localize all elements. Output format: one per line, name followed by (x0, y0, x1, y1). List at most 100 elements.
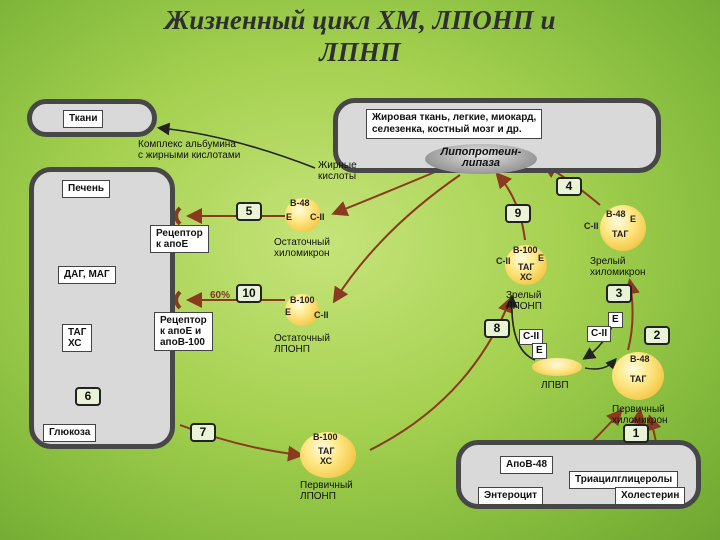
albumin-complex-2: с жирными кислотами (138, 150, 241, 161)
periphery-label: Жировая ткань, легкие, миокард, селезенк… (366, 109, 543, 139)
step-number-1: 1 (623, 424, 649, 443)
liver-tag-hs-label: ТАГ ХС (62, 324, 93, 352)
step-number-9: 9 (505, 204, 531, 223)
tissues-label: Ткани (63, 110, 104, 128)
periphery-text-1: Жировая ткань, легкие, миокард, (372, 112, 537, 123)
residual-vldl-1: Остаточный (274, 333, 330, 344)
title-line-2: ЛПНП (319, 37, 401, 67)
mature-vldl-e: Е (538, 253, 545, 263)
albumin-complex-1: Комплекс альбумина (138, 139, 236, 150)
mature-vldl-c2: С-II (496, 256, 511, 266)
mature-vldl-tag: ТАГ (518, 262, 535, 272)
mature-vldl-particle (505, 245, 547, 285)
residual-chylomicron-particle (285, 198, 321, 232)
dag-mag-label: ДАГ, МАГ (58, 266, 116, 284)
liver-tag: ТАГ (68, 327, 87, 338)
receptor-apoe-b-3: апоВ-100 (160, 337, 205, 348)
receptor-apoe-2: к апоЕ (156, 239, 189, 250)
step-number-2: 2 (644, 326, 670, 345)
albumin-complex: Комплекс альбумина с жирными кислотами (138, 139, 240, 161)
step-number-8: 8 (484, 319, 510, 338)
primary-chylo-b48: В-48 (630, 354, 650, 364)
residual-vldl-b100: В-100 (290, 295, 315, 305)
title-line-1: Жизненный цикл ХМ, ЛПОНП и (164, 5, 556, 35)
residual-vldl-particle (285, 294, 319, 326)
receptor-apoe-label: Рецептор к апоЕ (150, 225, 209, 253)
step-number-10: 10 (236, 284, 262, 303)
fatty-acids: Жирные кислоты (318, 160, 357, 182)
mature-chylo-c2: С-II (584, 221, 599, 231)
step-number-5: 5 (236, 202, 262, 221)
mature-vldl-label: Зрелый ЛПОНП (506, 290, 542, 312)
mature-vldl-2: ЛПОНП (506, 301, 542, 312)
arrow-hdl-to-mature-vldl (505, 294, 536, 361)
periphery-text-2: селезенка, костный мозг и др. (372, 124, 522, 135)
primary-vldl-b100: В-100 (313, 432, 338, 442)
lipase-line-1: Липопротеин- (440, 146, 522, 158)
receptor-apoe-b-label: Рецептор к апоЕ и апоВ-100 (154, 312, 213, 351)
hdl-label: ЛПВП (541, 380, 569, 391)
primary-vldl-particle (300, 432, 356, 478)
liver-hs: ХС (68, 338, 82, 349)
primary-vldl-tag: ТАГ (318, 446, 335, 456)
cholesterol-label: Холестерин (615, 487, 686, 505)
lipoprotein-lipase: Липопротеин- липаза (425, 144, 537, 174)
transfer-c2-left: С-II (519, 329, 544, 345)
liver-label: Печень (62, 180, 111, 198)
residual-chylo-label: Остаточный хиломикрон (274, 237, 330, 259)
residual-vldl-e: Е (285, 307, 292, 317)
primary-vldl-2: ЛПОНП (300, 491, 336, 502)
primary-chylo-2: хиломикрон (612, 415, 668, 426)
step-number-3: 3 (606, 284, 632, 303)
mature-vldl-hs: ХС (520, 272, 533, 282)
mature-chylo-tag: ТАГ (612, 229, 629, 239)
primary-chylo-label: Первичный хиломикрон (612, 404, 668, 426)
arrow-fatty-acids-to-tissues (156, 122, 316, 169)
primary-vldl-1: Первичный (300, 480, 353, 491)
residual-chylo-2: хиломикрон (274, 248, 330, 259)
fatty-acids-2: кислоты (318, 171, 357, 182)
mature-chylomicron-particle (600, 205, 646, 251)
arrow-hdl-to-primary-chylo (584, 357, 617, 371)
diagram-title: Жизненный цикл ХМ, ЛПОНП и ЛПНП (90, 4, 630, 68)
residual-chylo-e: Е (286, 212, 293, 222)
primary-chylo-tag: ТАГ (630, 374, 647, 384)
glucose-label: Глюкоза (43, 424, 97, 442)
residual-vldl-c2: С-II (314, 310, 329, 320)
lipase-line-2: липаза (461, 157, 501, 169)
transfer-c2-right: С-II (587, 326, 612, 342)
arrow-lipase-to-residual-vldl (332, 174, 461, 304)
receptor-apoe-1: Рецептор (156, 228, 203, 239)
fatty-acids-1: Жирные (318, 160, 357, 171)
enterocyte-label: Энтероцит (478, 487, 544, 505)
residual-vldl-2: ЛПОНП (274, 344, 310, 355)
residual-chylo-1: Остаточный (274, 237, 330, 248)
step-number-7: 7 (190, 423, 216, 442)
percent-60: 60% (210, 290, 231, 301)
step-number-4: 4 (556, 177, 582, 196)
hdl-particle (532, 358, 582, 376)
mature-chylo-2: хиломикрон (590, 267, 646, 278)
arrow-mature-vldl-to-lipase (495, 171, 526, 241)
residual-vldl-label: Остаточный ЛПОНП (274, 333, 330, 355)
primary-chylo-1: Первичный (612, 404, 665, 415)
step-number-6: 6 (75, 387, 101, 406)
mature-chylo-1: Зрелый (590, 256, 626, 267)
mature-vldl-1: Зрелый (506, 290, 542, 301)
mature-chylo-e: Е (630, 214, 637, 224)
transfer-e-right: Е (608, 312, 623, 328)
primary-chylomicron-particle (612, 352, 664, 400)
primary-vldl-label: Первичный ЛПОНП (300, 480, 353, 502)
primary-vldl-hs: ХС (320, 456, 333, 466)
residual-chylo-c2: С-II (310, 212, 325, 222)
receptor-apoe-b-2: к апоЕ и (160, 326, 202, 337)
transfer-e-left: Е (532, 343, 547, 359)
liver-box (29, 167, 175, 449)
receptor-apoe-b-1: Рецептор (160, 315, 207, 326)
arrow-lipase-to-residual-chylo (331, 171, 436, 216)
apob48-label: АпоВ-48 (500, 456, 554, 474)
mature-chylo-label: Зрелый хиломикрон (590, 256, 646, 278)
mature-vldl-b100: В-100 (513, 245, 538, 255)
residual-chylo-b48: В-48 (290, 198, 310, 208)
